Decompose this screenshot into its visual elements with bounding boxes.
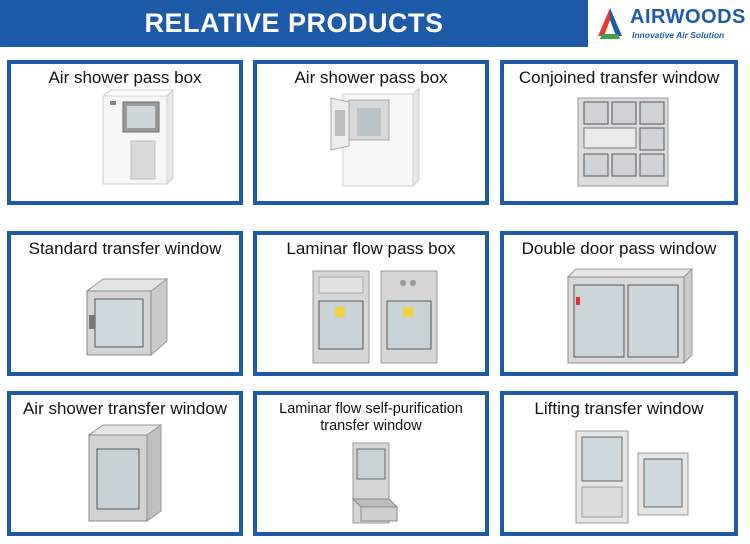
lifting-transfer-window-image [575,430,689,524]
product-label: Double door pass window [521,239,717,258]
product-card[interactable]: Lifting transfer window [500,391,738,536]
conjoined-transfer-window-image [577,97,669,187]
product-card[interactable]: Air shower transfer window [7,391,243,536]
air-shower-pass-box-image [101,88,175,186]
brand-logo: AIRWOODS Innovative Air Solution [588,0,750,47]
product-card[interactable]: Air shower pass box [253,60,489,205]
airwoods-logo-icon [598,8,622,39]
product-card[interactable]: Laminar flow pass box [253,231,489,376]
double-door-pass-window-image [566,267,694,365]
product-card[interactable]: Standard transfer window [7,231,243,376]
product-label-line1: Laminar flow self-purification [279,401,463,417]
product-card[interactable]: Air shower pass box [7,60,243,205]
header-bar [0,0,588,47]
product-label: Air shower pass box [48,68,202,87]
laminar-flow-pass-box-image [312,270,438,364]
product-label: Laminar flow self-purification transfer … [257,401,485,435]
product-label: Standard transfer window [28,239,222,258]
product-card[interactable]: Laminar flow self-purification transfer … [253,391,489,536]
logo-name: AIRWOODS [630,6,746,28]
laminar-flow-self-purification-image [351,442,399,524]
product-label: Air shower transfer window [22,399,228,418]
product-label: Conjoined transfer window [518,68,720,87]
product-label-line2: transfer window [320,418,422,434]
air-shower-pass-box-open-image [330,86,420,188]
product-label: Lifting transfer window [534,399,704,418]
logo-tagline: Innovative Air Solution [632,30,725,40]
product-card[interactable]: Conjoined transfer window [500,60,738,205]
header: RELATIVE PRODUCTS AIRWOODS Innovative Ai… [0,0,750,47]
page-title: RELATIVE PRODUCTS [144,8,444,38]
product-label: Air shower pass box [294,68,448,87]
standard-transfer-window-image [85,278,169,357]
air-shower-transfer-window-image [87,424,163,522]
product-card[interactable]: Double door pass window [500,231,738,376]
product-label: Laminar flow pass box [286,239,456,258]
